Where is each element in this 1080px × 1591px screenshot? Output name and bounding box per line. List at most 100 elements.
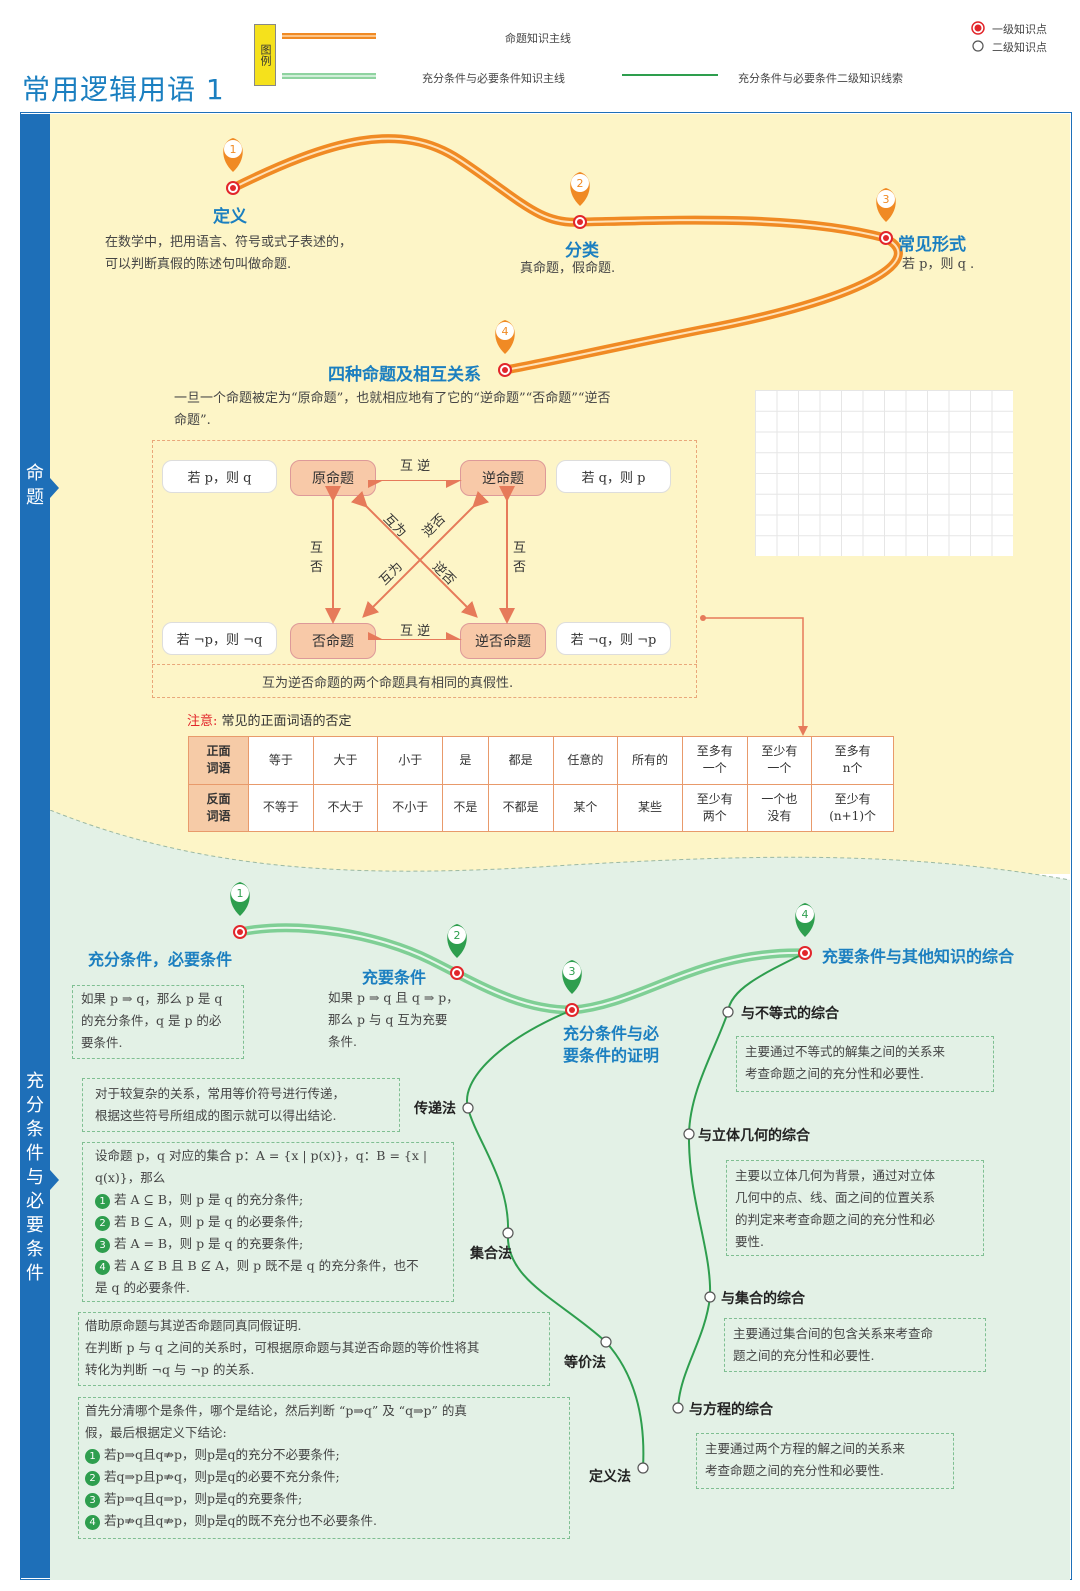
four-propositions-box xyxy=(152,440,697,698)
pin-2-icon xyxy=(570,172,590,206)
table-cell: 不是 xyxy=(442,783,489,832)
cond-node-2-title: 充要条件 xyxy=(362,968,427,987)
integration-dot xyxy=(672,1402,684,1414)
table-cell: 至少有 一个 xyxy=(746,736,813,785)
integration-dot xyxy=(722,1006,734,1018)
prop-node-1-title: 定义 xyxy=(213,207,247,227)
method-3-text: 借助原命题与其逆否命题同真同假证明. 在判断 p 与 q 之间的关系时，可根据原… xyxy=(78,1312,550,1386)
sidebar-arrow-top xyxy=(50,478,59,498)
rel-right-label: 互 否 xyxy=(513,541,527,575)
legend-tag: 图例 xyxy=(254,24,276,86)
cond-pin-1-icon xyxy=(230,882,250,916)
table-cell: 是 xyxy=(442,736,489,785)
cond-pin-2-number: 2 xyxy=(454,929,461,942)
note-label: 注意: xyxy=(187,714,218,729)
cond-pin-1-number: 1 xyxy=(237,887,244,900)
integration-2-text: 主要以立体几何为背景，通过对立体 几何中的点、线、面之间的位置关系 的判定来考查… xyxy=(726,1160,984,1256)
pointer-arrow xyxy=(700,615,808,736)
number-badge-icon: 2 xyxy=(95,1216,110,1231)
table-cell: 至少有 两个 xyxy=(681,783,748,832)
method-dot xyxy=(462,1102,474,1114)
form-inverse: 若 ¬p，则 ¬q xyxy=(162,622,277,655)
integration-2-label: 与立体几何的综合 xyxy=(698,1128,810,1144)
pin-4-icon xyxy=(495,320,515,354)
number-badge-icon: 1 xyxy=(95,1194,110,1209)
note-text: 常见的正面词语的否定 xyxy=(221,714,352,729)
method-4-box: 首先分清哪个是条件，哪个是结论，然后判断 “p⇒q” 及 “q⇒p” 的真 假，… xyxy=(78,1397,570,1539)
form-converse: 若 q，则 p xyxy=(556,460,671,493)
rel-top-label: 互 逆 xyxy=(400,459,431,474)
table-header-negative: 反面 词语 xyxy=(188,783,249,832)
cond-node-4-title: 充要条件与其他知识的综合 xyxy=(822,947,1015,966)
method-1-label: 传递法 xyxy=(414,1101,456,1117)
method-2-label: 集合法 xyxy=(470,1246,512,1262)
table-cell: 不小于 xyxy=(377,783,444,832)
integration-1-label: 与不等式的综合 xyxy=(741,1006,839,1022)
table-header-positive: 正面 词语 xyxy=(188,736,249,785)
table-cell: 不都是 xyxy=(487,783,554,832)
legend-green-sub-line xyxy=(622,74,718,76)
relation-arrows xyxy=(325,480,515,640)
prop-node-4-title: 四种命题及相互关系 xyxy=(328,365,481,385)
prop-node-3-title: 常见形式 xyxy=(898,235,966,255)
cond-node-1-title: 充分条件，必要条件 xyxy=(88,950,233,969)
method-dot xyxy=(600,1336,612,1348)
cond-node-2-text: 如果 p ⇒ q 且 q ⇒ p， 那么 p 与 q 互为充要 条件. xyxy=(328,990,459,1049)
legend-green-sub-label: 充分条件与必要条件二级知识线索 xyxy=(738,72,903,85)
integration-4-text: 主要通过两个方程的解之间的关系来 考查命题之间的充分性和必要性. xyxy=(696,1433,954,1489)
negation-table: 正面 词语 等于 大于 小于 是 都是 任意的 所有的 至多有 一个 至少有 一… xyxy=(188,736,894,832)
pin-1-icon xyxy=(223,138,243,172)
method-dot xyxy=(502,1227,514,1239)
prop-node-4-text: 一旦一个命题被定为“原命题”，也就相应地有了它的“逆命题”“否命题”“逆否 命题… xyxy=(174,391,611,428)
sidebar-label-condition: 充分条件与必要条件 xyxy=(26,1071,44,1284)
pin-2-number: 2 xyxy=(577,177,584,190)
method-2-box: 设命题 p，q 对应的集合 p：A = {x | p(x)}，q：B = {x … xyxy=(82,1142,454,1302)
table-cell: 某些 xyxy=(617,783,683,832)
table-row: 正面 词语 等于 大于 小于 是 都是 任意的 所有的 至多有 一个 至少有 一… xyxy=(188,736,894,785)
integration-3-text: 主要通过集合间的包含关系来考查命 题之间的充分性和必要性. xyxy=(724,1318,986,1372)
table-cell: 一个也 没有 xyxy=(746,783,813,832)
sidebar xyxy=(20,114,50,1578)
integration-4-label: 与方程的综合 xyxy=(689,1402,773,1418)
method-4-intro: 首先分清哪个是条件，哪个是结论，然后判断 “p⇒q” 及 “q⇒p” 的真 假，… xyxy=(85,1403,467,1440)
method-3-label: 等价法 xyxy=(564,1355,606,1371)
table-cell: 某个 xyxy=(552,783,619,832)
method-4-label: 定义法 xyxy=(589,1469,631,1485)
cond-pin-4-number: 4 xyxy=(802,908,809,921)
note: 注意: 常见的正面词语的否定 xyxy=(187,710,352,729)
cond-pin-3-number: 3 xyxy=(569,965,576,978)
pin-1-number: 1 xyxy=(230,143,237,156)
legend-main-label: 命题知识主线 xyxy=(505,32,571,45)
prop-node-2-title: 分类 xyxy=(565,241,599,261)
rel-bottom-label: 互 逆 xyxy=(400,624,431,639)
table-cell: 不大于 xyxy=(312,783,379,832)
pin-3-icon xyxy=(876,188,896,222)
diagram-caption: 互为逆否命题的两个命题具有相同的真假性. xyxy=(262,676,514,691)
legend-level1-label: 一级知识点 xyxy=(992,23,1047,36)
number-badge-icon: 3 xyxy=(95,1238,110,1253)
prop-node-2-text: 真命题，假命题. xyxy=(520,261,616,276)
page-title: 常用逻辑用语 1 xyxy=(22,73,225,106)
table-cell: 小于 xyxy=(377,736,444,785)
node-contrapositive: 逆否命题 xyxy=(460,623,546,659)
cond-pin-4-icon xyxy=(795,903,815,937)
prop-node-3-text: 若 p，则 q . xyxy=(902,257,975,272)
number-badge-icon: 1 xyxy=(85,1449,100,1464)
rel-left-label: 互 否 xyxy=(310,541,324,575)
pin-4-number: 4 xyxy=(502,325,509,338)
table-row: 反面 词语 不等于 不大于 不小于 不是 不都是 某个 某些 至少有 两个 一个… xyxy=(188,783,894,832)
table-cell: 不等于 xyxy=(248,783,314,832)
cond-node-1-text: 如果 p ⇒ q，那么 p 是 q 的充分条件，q 是 p 的必 要条件. xyxy=(72,985,244,1059)
method-dot xyxy=(637,1462,649,1474)
number-badge-icon: 4 xyxy=(95,1260,110,1275)
table-cell: 至少有 (n+1)个 xyxy=(811,783,894,832)
legend-level2-label: 二级知识点 xyxy=(992,41,1047,54)
